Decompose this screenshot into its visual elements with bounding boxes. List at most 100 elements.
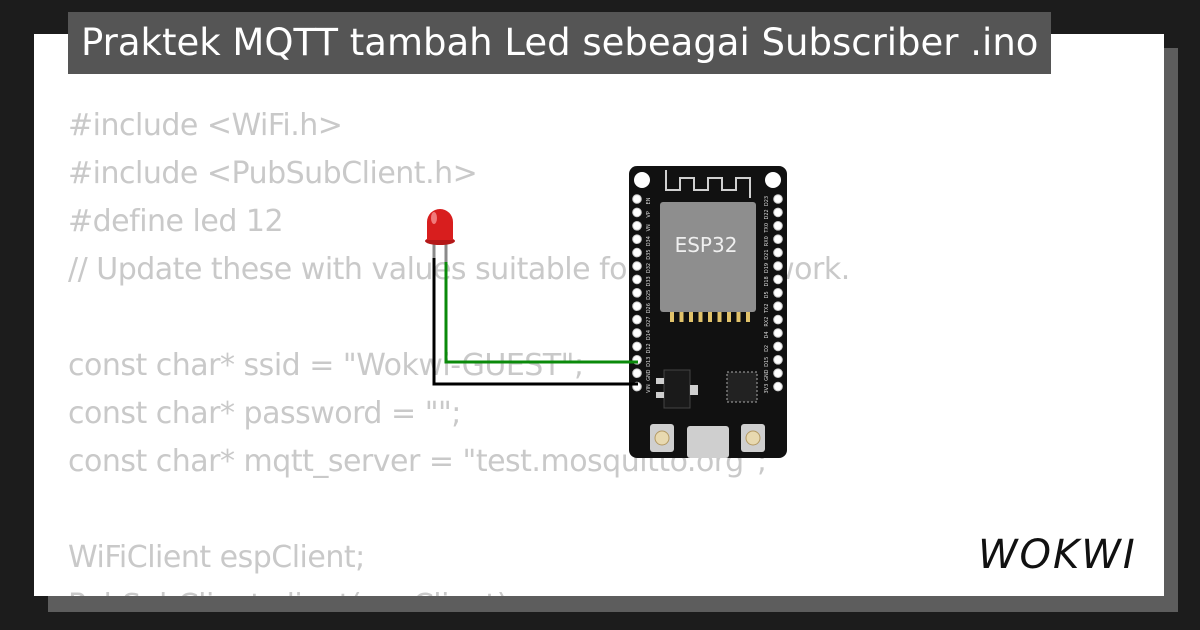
pin-label: D19 <box>764 263 770 273</box>
code-line: WiFiClient espClient; <box>68 540 365 575</box>
pin-vn[interactable] <box>632 221 642 231</box>
pin-label: D34 <box>646 236 652 246</box>
pin-d32[interactable] <box>632 261 642 271</box>
pin-label: D27 <box>646 316 652 326</box>
usb-uart-chip <box>726 371 758 403</box>
voltage-regulator <box>663 369 691 409</box>
pin-label: D22 <box>764 209 770 219</box>
antenna-trace <box>665 170 751 198</box>
regulator-pin <box>690 385 698 395</box>
pin-3v3[interactable] <box>773 381 783 392</box>
pin-label: D4 <box>764 331 770 338</box>
pin-label: D21 <box>764 249 770 259</box>
module-pad <box>689 312 693 322</box>
pin-label: TX0 <box>764 223 770 234</box>
pin-label: D33 <box>646 276 652 286</box>
pin-en[interactable] <box>632 194 642 204</box>
mount-hole <box>634 172 650 188</box>
pin-d33[interactable] <box>632 274 642 285</box>
pin-label: VN <box>646 224 652 231</box>
pin-label: TX2 <box>764 303 770 314</box>
pin-d5[interactable] <box>773 288 783 298</box>
code-line: #include <PubSubClient.h> <box>68 156 478 191</box>
code-line: const char* ssid = "Wokwi-GUEST"; <box>68 348 584 383</box>
module-pad <box>698 312 703 322</box>
pin-d4[interactable] <box>773 328 783 338</box>
module-pads <box>670 312 750 322</box>
project-title: Praktek MQTT tambah Led sebeagai Subscri… <box>68 12 1052 74</box>
module-pad <box>717 312 722 322</box>
module-pad <box>736 312 741 322</box>
pin-label: D25 <box>646 290 652 300</box>
pin-d12[interactable] <box>632 341 642 352</box>
preview-card: #include <WiFi.h> #include <PubSubClient.… <box>34 34 1164 596</box>
pin-d2[interactable] <box>773 341 783 352</box>
pin-label: GND <box>764 369 770 381</box>
pin-d23[interactable] <box>773 194 783 204</box>
module-pad <box>679 312 684 322</box>
pin-gnd[interactable] <box>773 368 783 379</box>
signal-wire[interactable] <box>444 246 638 364</box>
pin-d15[interactable] <box>773 355 783 365</box>
code-line: const char* mqtt_server = "test.mosquitt… <box>68 444 767 479</box>
pin-label: D13 <box>646 357 652 367</box>
pin-label: RX0 <box>764 236 770 246</box>
module-pad <box>727 312 731 322</box>
pin-label: D32 <box>646 263 652 273</box>
regulator-pin <box>656 378 664 384</box>
pin-label: D35 <box>646 249 652 259</box>
pin-label: D18 <box>764 276 770 286</box>
pin-d22[interactable] <box>773 207 783 218</box>
module-pad <box>670 312 674 322</box>
pin-label: D14 <box>646 330 652 340</box>
pin-d19[interactable] <box>773 261 783 271</box>
pin-vp[interactable] <box>632 207 642 218</box>
pin-label: RX2 <box>764 317 770 327</box>
pin-label: VP <box>646 211 652 217</box>
wokwi-logo: WOKWI <box>978 532 1137 578</box>
pin-label: D5 <box>764 291 770 298</box>
pin-rx0[interactable] <box>773 234 783 244</box>
svg-text:WOKWI: WOKWI <box>978 532 1137 578</box>
pin-label: 3V3 <box>764 384 770 394</box>
pin-label: D15 <box>764 357 770 367</box>
pin-label: D23 <box>764 196 770 206</box>
usb-port <box>687 426 729 458</box>
pin-d14[interactable] <box>632 328 642 338</box>
pin-label: VIN <box>646 384 652 393</box>
code-preview: #include <WiFi.h> #include <PubSubClient.… <box>68 102 850 596</box>
boot-button[interactable] <box>650 424 674 452</box>
code-line: #define led 12 <box>68 204 284 239</box>
pin-rx2[interactable] <box>773 314 783 325</box>
pin-d25[interactable] <box>632 288 642 298</box>
reset-button[interactable] <box>741 424 765 452</box>
ground-wire[interactable] <box>432 246 638 386</box>
pin-d18[interactable] <box>773 274 783 285</box>
esp32-module <box>660 202 756 312</box>
code-line: #include <WiFi.h> <box>68 108 343 143</box>
mount-hole <box>765 172 781 188</box>
pin-label: EN <box>646 197 652 204</box>
pin-label: GND <box>646 369 652 381</box>
code-line: const char* password = ""; <box>68 396 461 431</box>
pin-gnd[interactable] <box>632 368 642 379</box>
code-line: PubSubClient client(espClient); <box>68 582 850 596</box>
pin-tx2[interactable] <box>773 301 783 312</box>
pin-d27[interactable] <box>632 314 642 325</box>
pin-d35[interactable] <box>632 247 642 258</box>
module-pad <box>746 312 750 322</box>
chip-label: ESP32 <box>675 233 738 257</box>
esp32-board[interactable]: ESP32 ENVPVND34D35D32D33D25D26D27D14D12D… <box>629 166 787 458</box>
pin-label: D26 <box>646 303 652 313</box>
regulator-pin <box>656 392 664 398</box>
pin-tx0[interactable] <box>773 221 783 231</box>
pin-d21[interactable] <box>773 247 783 258</box>
pin-d34[interactable] <box>632 234 642 244</box>
red-led[interactable] <box>425 209 455 262</box>
pin-d26[interactable] <box>632 301 642 312</box>
right-pin-header: D23D22TX0RX0D21D19D18D5TX2RX2D4D2D15GND3… <box>764 194 783 394</box>
pin-label: D12 <box>646 343 652 353</box>
module-pad <box>708 312 712 322</box>
